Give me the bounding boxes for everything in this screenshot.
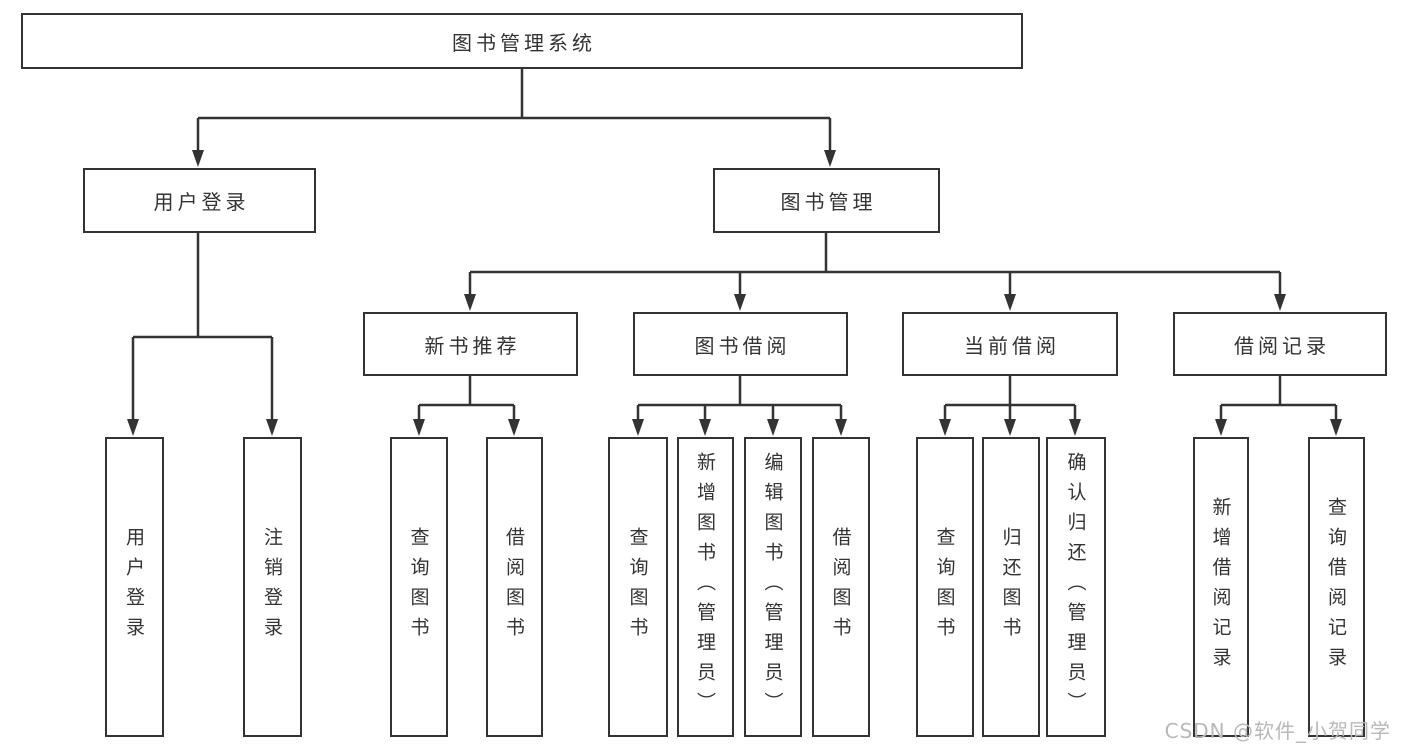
node-logout: 注销登录 bbox=[243, 437, 302, 737]
node-new-book-recommend: 新书推荐 bbox=[363, 312, 578, 376]
node-borrow-records: 借阅记录 bbox=[1173, 312, 1387, 376]
node-add-books-admin: 新增图书（管理员） bbox=[677, 437, 734, 737]
node-book-borrow: 图书借阅 bbox=[633, 312, 848, 376]
node-search-books-2: 查询图书 bbox=[608, 437, 668, 737]
node-confirm-return-admin: 确认归还（管理员） bbox=[1046, 437, 1106, 737]
node-current-borrow: 当前借阅 bbox=[902, 312, 1118, 376]
node-edit-books-admin: 编辑图书（管理员） bbox=[744, 437, 802, 737]
node-book-management: 图书管理 bbox=[713, 168, 940, 233]
node-search-books-3: 查询图书 bbox=[916, 437, 974, 737]
node-add-borrow-record: 新增借阅记录 bbox=[1193, 437, 1249, 737]
arrowheads bbox=[127, 150, 1342, 436]
node-search-borrow-record: 查询借阅记录 bbox=[1308, 437, 1365, 737]
node-search-books-1: 查询图书 bbox=[390, 437, 448, 737]
csdn-watermark: CSDN @软件_小贺同学 bbox=[1164, 719, 1391, 743]
node-return-books: 归还图书 bbox=[982, 437, 1040, 737]
node-borrow-books-2: 借阅图书 bbox=[812, 437, 870, 737]
node-borrow-books-1: 借阅图书 bbox=[486, 437, 543, 737]
node-root: 图书管理系统 bbox=[21, 13, 1023, 69]
node-user-login-group: 用户登录 bbox=[83, 168, 316, 233]
node-user-login: 用户登录 bbox=[105, 437, 164, 737]
